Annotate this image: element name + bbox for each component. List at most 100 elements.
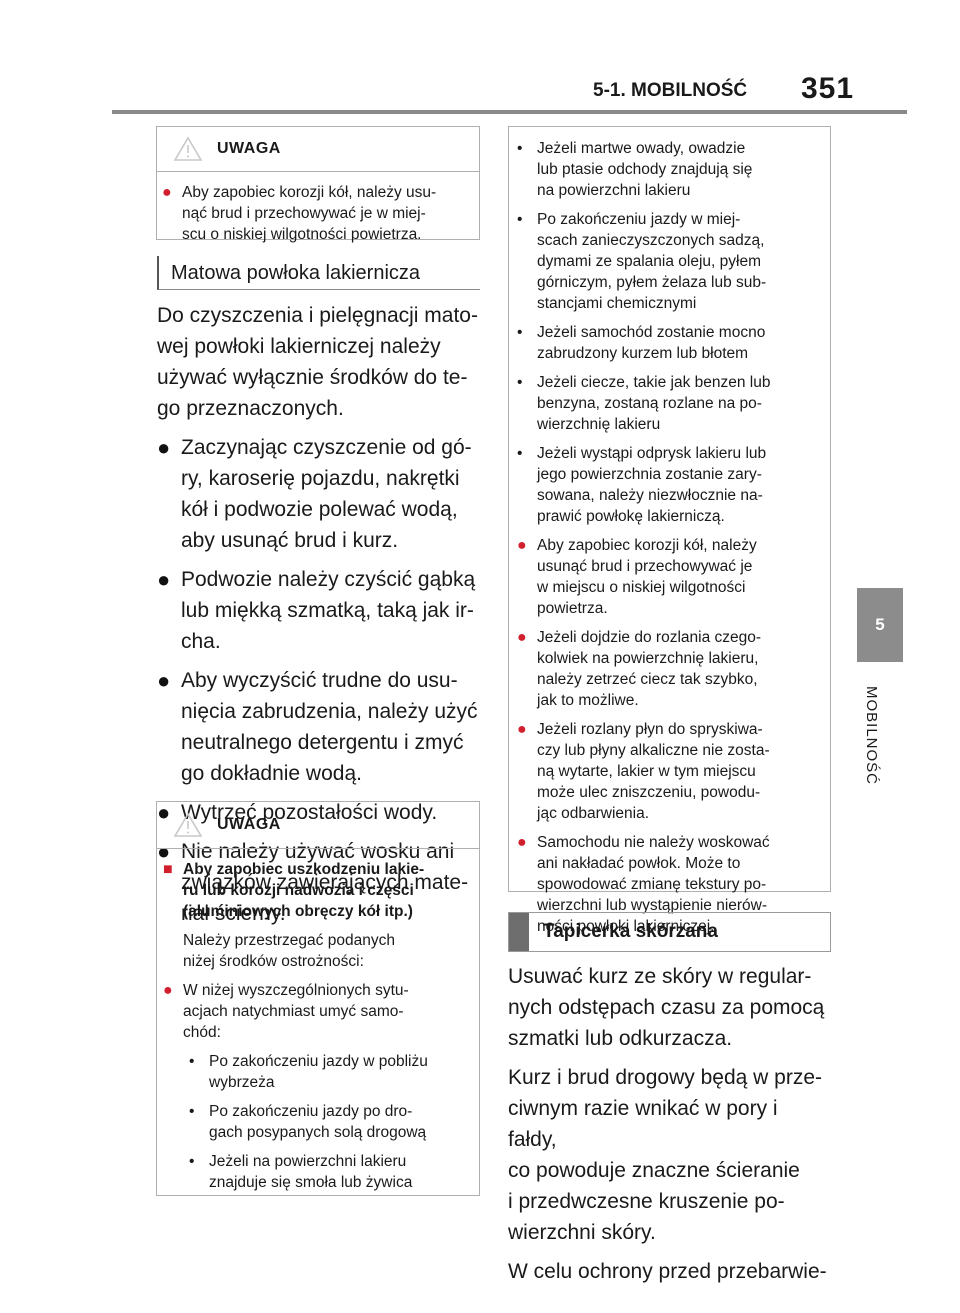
paragraph: Kurz i brud drogowy będą w prze- ciwnym … (508, 1062, 831, 1248)
red-circle-bullet-icon: ● (517, 721, 527, 738)
sub-list-item: • Po zakończeniu jazdy po dro- gach posy… (189, 1101, 473, 1143)
text-line: gach posypanych solą drogową (209, 1124, 427, 1141)
text-line: Jeżeli na powierzchni lakieru (209, 1153, 407, 1170)
text-line: lub ptasie odchody znajdują się (537, 161, 753, 178)
leather-body: Usuwać kurz ze skóry w regular- nych ods… (508, 961, 831, 1295)
black-circle-bullet-icon: ● (157, 839, 171, 864)
text-line: wybrzeża (209, 1074, 275, 1091)
text-line: ną wytarte, lakier w tym miejscu (537, 763, 756, 780)
text-line: Do czyszczenia i pielęgnacji mato- (157, 304, 478, 327)
section-heading-text: Tapicerka skórzana (543, 921, 718, 942)
red-circle-bullet-icon: ● (517, 629, 527, 646)
text-line: riał ścierny. (181, 902, 286, 925)
section-heading-matte: Matowa powłoka lakiernicza (157, 256, 480, 290)
text-line: nięcia zabrudzenia, należy użyć (181, 700, 478, 723)
text-line: benzyna, zostaną rozlane na po- (537, 395, 762, 412)
text-line: ry, karoserię pojazdu, nakrętki (181, 467, 460, 490)
text-line: Usuwać kurz ze skóry w regular- (508, 965, 812, 988)
text-line: powietrza. (537, 600, 608, 617)
dot-bullet-icon: • (517, 140, 523, 157)
text-line: Należy przestrzegać podanych (183, 932, 395, 949)
list-item: ● Aby zapobiec korozji kół, należy usu- … (162, 182, 479, 245)
text-line: Aby zapobiec uszkodzeniu lakie- (183, 861, 425, 878)
list-item: ● Zaczynając czyszczenie od gó- ry, karo… (157, 432, 480, 556)
sub-list-item: • Jeżeli samochód zostanie mocno zabrudz… (517, 322, 822, 364)
text-line: wierzchni lub wystąpienie nierów- (537, 897, 768, 914)
text-line: Aby zapobiec korozji kół, należy (537, 537, 757, 554)
red-circle-bullet-icon: ● (517, 537, 527, 554)
dot-bullet-icon: • (517, 324, 523, 341)
text-line: w miejscu o niskiej wilgotności (537, 579, 746, 596)
text-line: wierzchnię lakieru (537, 416, 661, 433)
text-line: Jeżeli wystąpi odprysk lakieru lub (537, 445, 767, 462)
text-line: chód: (183, 1024, 221, 1041)
warning-title: UWAGA (217, 140, 281, 157)
text-line: lub miękką szmatką, taką jak ir- (181, 599, 474, 622)
text-line: ani nakładać powłok. Może to (537, 855, 741, 872)
section-heading-leather: Tapicerka skórzana (508, 912, 831, 952)
text-line: ności powłoki lakierniczej. (537, 918, 715, 935)
text-line: neutralnego detergentu i zmyć (181, 731, 464, 754)
page-number: 351 (801, 72, 855, 105)
text-line: W celu ochrony przed przebarwie- (508, 1260, 827, 1283)
text-line: na powierzchni lakieru (537, 182, 691, 199)
warning-box-top: UWAGA ● Aby zapobiec korozji kół, należy… (156, 126, 480, 243)
warning-header: UWAGA (157, 802, 479, 848)
sub-list-item: • Po zakończeniu jazdy w pobliżu wybrzeż… (189, 1051, 473, 1093)
sub-list-item: • Jeżeli na powierzchni lakieru znajduje… (189, 1151, 473, 1193)
text-line: dymami ze spalania oleju, pyłem (537, 253, 761, 270)
text-line: (aluminiowych obręczy kół itp.) (183, 903, 413, 920)
text-line: i przedwczesne kruszenie po- (508, 1190, 785, 1213)
intro-paragraph: Do czyszczenia i pielęgnacji mato- wej p… (157, 300, 480, 424)
text-line: Po zakończeniu jazdy w miej- (537, 211, 741, 228)
text-line: Aby wyczyścić trudne do usu- (181, 669, 458, 692)
red-circle-bullet-icon: ● (163, 982, 173, 999)
text-line: scu o niskiej wilgotności powietrza. (182, 226, 422, 243)
text-line: co powoduje znaczne ścieranie (508, 1159, 800, 1182)
warning-header: UWAGA (157, 127, 479, 171)
text-line: W niżej wyszczególnionych sytu- (183, 982, 409, 999)
text-line: prawić powłokę lakierniczą. (537, 508, 725, 525)
text-line: usunąć brud i przechowywać je (537, 558, 753, 575)
text-line: jak to możliwe. (537, 692, 639, 709)
list-item: ● Samochodu nie należy woskować ani nakł… (517, 832, 822, 937)
text-line: aby usunąć brud i kurz. (181, 529, 399, 552)
text-line: cha. (181, 630, 221, 653)
list-item: ● Jeżeli dojdzie do rozlania czego- kolw… (517, 627, 822, 711)
chapter-label: MOBILNOŚĆ (863, 686, 880, 786)
text-line: go dokładnie wodą. (181, 762, 362, 785)
text-line: Kurz i brud drogowy będą w prze- (508, 1066, 822, 1089)
list-item: ● Aby wyczyścić trudne do usu- nięcia za… (157, 665, 480, 789)
paragraph: W celu ochrony przed przebarwie- (508, 1256, 831, 1287)
text-line: Jeżeli rozlany płyn do spryskiwa- (537, 721, 763, 738)
list-item: ● Nie należy używać wosku ani związków z… (157, 836, 480, 929)
text-line: Aby zapobiec korozji kół, należy usu- (182, 184, 437, 201)
section-title: 5-1. MOBILNOŚĆ (593, 80, 748, 101)
sub-list-item: • Po zakończeniu jazdy w miej- scach zan… (517, 209, 822, 314)
warning-triangle-icon (173, 812, 203, 837)
text-line: acjach natychmiast umyć samo- (183, 1003, 404, 1020)
warning-intro: Należy przestrzegać podanych niżej środk… (163, 930, 473, 972)
list-item: ● Wytrzeć pozostałości wody. (157, 797, 480, 828)
dot-bullet-icon: • (189, 1103, 195, 1120)
list-item: ■ Aby zapobiec uszkodzeniu lakie- ru lub… (163, 859, 473, 922)
warning-triangle-icon (173, 136, 203, 161)
red-circle-bullet-icon: ● (162, 184, 172, 201)
dot-bullet-icon: • (517, 211, 523, 228)
paragraph: Usuwać kurz ze skóry w regular- nych ods… (508, 961, 831, 1054)
list-item: ● Jeżeli rozlany płyn do spryskiwa- czy … (517, 719, 822, 824)
text-line: nąć brud i przechowywać je w miej- (182, 205, 426, 222)
black-circle-bullet-icon: ● (157, 668, 171, 693)
text-line: Nie należy używać wosku ani (181, 840, 455, 863)
text-line: go przeznaczonych. (157, 397, 344, 420)
section-heading-text: Matowa powłoka lakiernicza (171, 262, 421, 284)
text-line: czy lub płyny alkaliczne nie zosta- (537, 742, 770, 759)
text-line: kół i podwozie polewać wodą, (181, 498, 458, 521)
dot-bullet-icon: • (189, 1053, 195, 1070)
text-line: Wytrzeć pozostałości wody. (181, 801, 438, 824)
red-circle-bullet-icon: ● (517, 834, 527, 851)
text-line: jego powierzchnia zostanie zary- (537, 466, 762, 483)
warning-box-continued: • Jeżeli martwe owady, owadzie lub ptasi… (508, 126, 831, 935)
text-line: ciwnym razie wnikać w pory i fałdy, (508, 1097, 778, 1151)
warning-title: UWAGA (217, 816, 281, 833)
